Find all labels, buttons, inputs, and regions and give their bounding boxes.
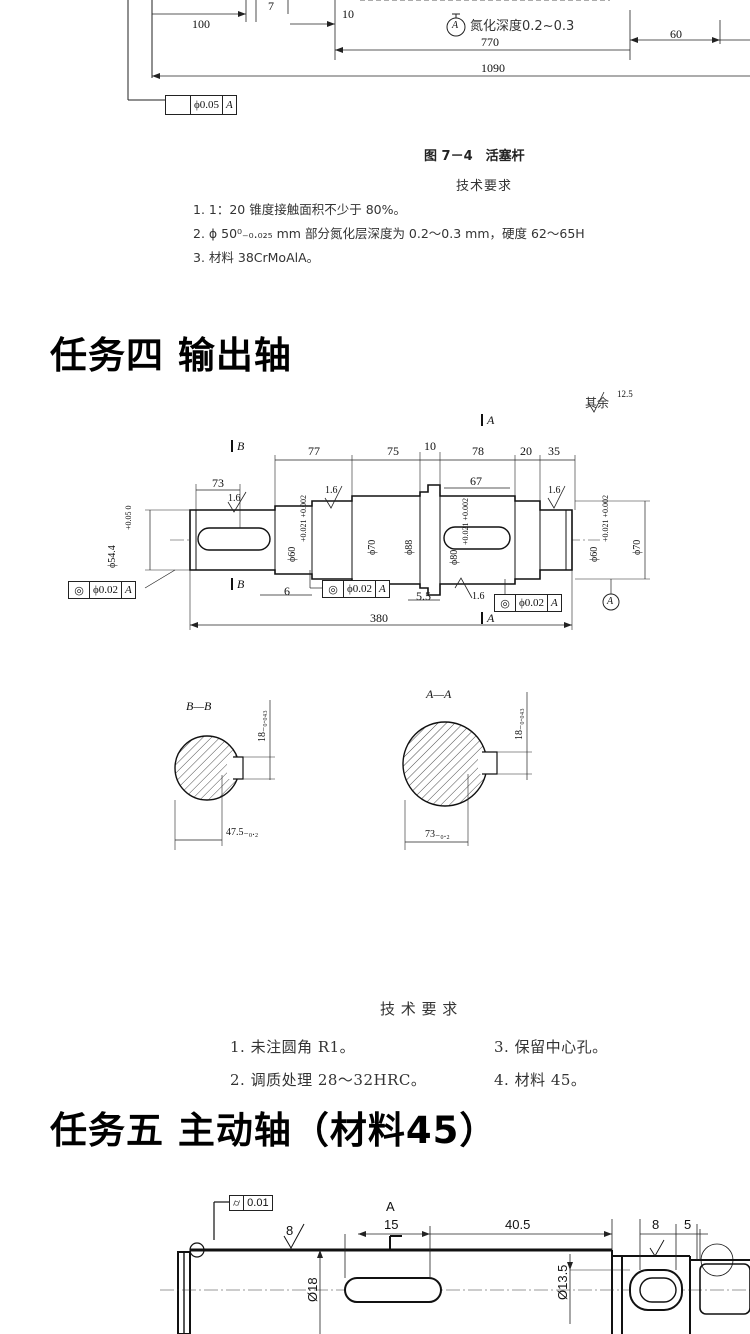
roughness-1-6: 1.6 <box>325 485 338 496</box>
section-b-top: B <box>237 439 245 453</box>
datum-a-circle: A <box>607 596 614 607</box>
tech-title-task4: 技 术 要 求 <box>380 1000 458 1018</box>
dim-10: 10 <box>342 7 354 21</box>
section-aa-title: A—A <box>426 687 452 701</box>
fcf-datum: A <box>226 99 233 111</box>
dim-60: 60 <box>670 27 682 41</box>
concentricity-frame: ϕ0.05 A <box>165 95 237 115</box>
dia-60-right-tol: +0.021 +0.002 <box>601 494 610 542</box>
dim-6: 6 <box>284 584 290 598</box>
dim-1090: 1090 <box>481 61 505 75</box>
dim-73: 73 <box>212 476 224 490</box>
dia-60-left: ϕ60 <box>287 546 298 562</box>
tech-item: 1. 1：20 锥度接触面积不少于 80%。 <box>193 202 406 217</box>
dia-60-left-tol: +0.021 +0.002 <box>299 494 308 542</box>
dim-10: 10 <box>424 439 436 453</box>
dim-5: 5 <box>684 1217 692 1232</box>
dim-8: 8 <box>652 1217 660 1232</box>
roughness-1-6: 1.6 <box>472 591 485 602</box>
section-bb-title: B—B <box>186 699 212 713</box>
roughness-1-6: 1.6 <box>548 485 561 496</box>
tech-item: 1. 未注圆角 R1。 <box>230 1038 356 1056</box>
roughness-note: 其余 <box>585 396 610 410</box>
dim-67: 67 <box>470 474 482 488</box>
section-aa-horiz: 73₋₀.₂ <box>425 829 450 840</box>
dia-80: ϕ80 <box>449 549 460 565</box>
fcf-right: ◎ ϕ0.02 A <box>494 594 562 612</box>
section-a-top: A <box>487 413 495 427</box>
dim-100: 100 <box>192 17 210 31</box>
section-bb-horiz: 47.5₋₀.₂ <box>226 827 259 838</box>
datum-a-label: A <box>452 20 459 31</box>
nitride-note: 氮化深度0.2~0.3 <box>470 19 575 34</box>
tech-item: 2. 调质处理 28～32HRC。 <box>230 1071 427 1089</box>
fcf-value: ϕ0.05 <box>191 96 224 114</box>
dim-35: 35 <box>548 444 560 458</box>
dia-60-right: ϕ60 <box>589 546 600 562</box>
dia-13-5: Ø13.5 <box>555 1264 570 1300</box>
dim-15: 15 <box>384 1217 399 1232</box>
runout-symbol: ⌭ <box>230 1196 245 1210</box>
tech-item: 4. 材料 45。 <box>494 1071 587 1089</box>
dim-770: 770 <box>481 35 499 49</box>
dim-78: 78 <box>472 444 484 458</box>
dim-75: 75 <box>387 444 399 458</box>
figure-caption: 图 7－4 活塞杆 <box>424 149 525 164</box>
roughness-value: 12.5 <box>617 389 633 399</box>
output-shaft-drawing <box>144 391 650 850</box>
top-drawing <box>127 0 750 110</box>
dim-5-5: 5.5 <box>416 589 431 603</box>
section-a-label: A <box>386 1199 395 1214</box>
dia-88: ϕ88 <box>404 539 415 555</box>
section-bb-vert: 18₋₀.₀₄₃ <box>257 710 268 742</box>
tech-item: 2. ϕ 50⁰₋₀.₀₂₅ mm 部分氮化层深度为 0.2～0.3 mm，硬度… <box>193 226 585 241</box>
section-b-bottom: B <box>237 577 245 591</box>
fcf-mid: ◎ ϕ0.02 A <box>322 580 390 598</box>
dim-20: 20 <box>520 444 532 458</box>
section-aa-vert: 18₋₀.₀₄₃ <box>514 708 525 740</box>
tech-title-top: 技术要求 <box>456 179 513 194</box>
section-a-bottom: A <box>487 611 495 625</box>
dia-70-right: ϕ70 <box>632 539 643 555</box>
drive-shaft-drawing <box>160 1201 750 1334</box>
task4-heading: 任务四 输出轴 <box>50 334 292 377</box>
tech-item: 3. 材料 38CrMoAlA。 <box>193 250 320 265</box>
dia-80-tol: +0.021 +0.002 <box>461 497 470 545</box>
task5-heading: 任务五 主动轴（材料45） <box>50 1109 498 1152</box>
runout-value: 0.01 <box>247 1197 269 1209</box>
dim-7: 7 <box>268 0 274 13</box>
dim-40-5: 40.5 <box>505 1217 531 1232</box>
fcf-left: ◎ ϕ0.02 A <box>68 581 136 599</box>
dia-18: Ø18 <box>305 1277 320 1302</box>
dim-380: 380 <box>370 611 388 625</box>
roughness-1-6: 1.6 <box>228 493 241 504</box>
dia-70-left: ϕ70 <box>367 539 378 555</box>
dia-54: ϕ54.4 <box>107 545 118 568</box>
dia-54-tol: +0.05 0 <box>124 505 133 530</box>
roughness-8: 8 <box>286 1223 294 1238</box>
dim-77: 77 <box>308 444 320 458</box>
runout-frame: ⌭ 0.01 <box>229 1195 273 1211</box>
tech-item: 3. 保留中心孔。 <box>494 1038 608 1056</box>
